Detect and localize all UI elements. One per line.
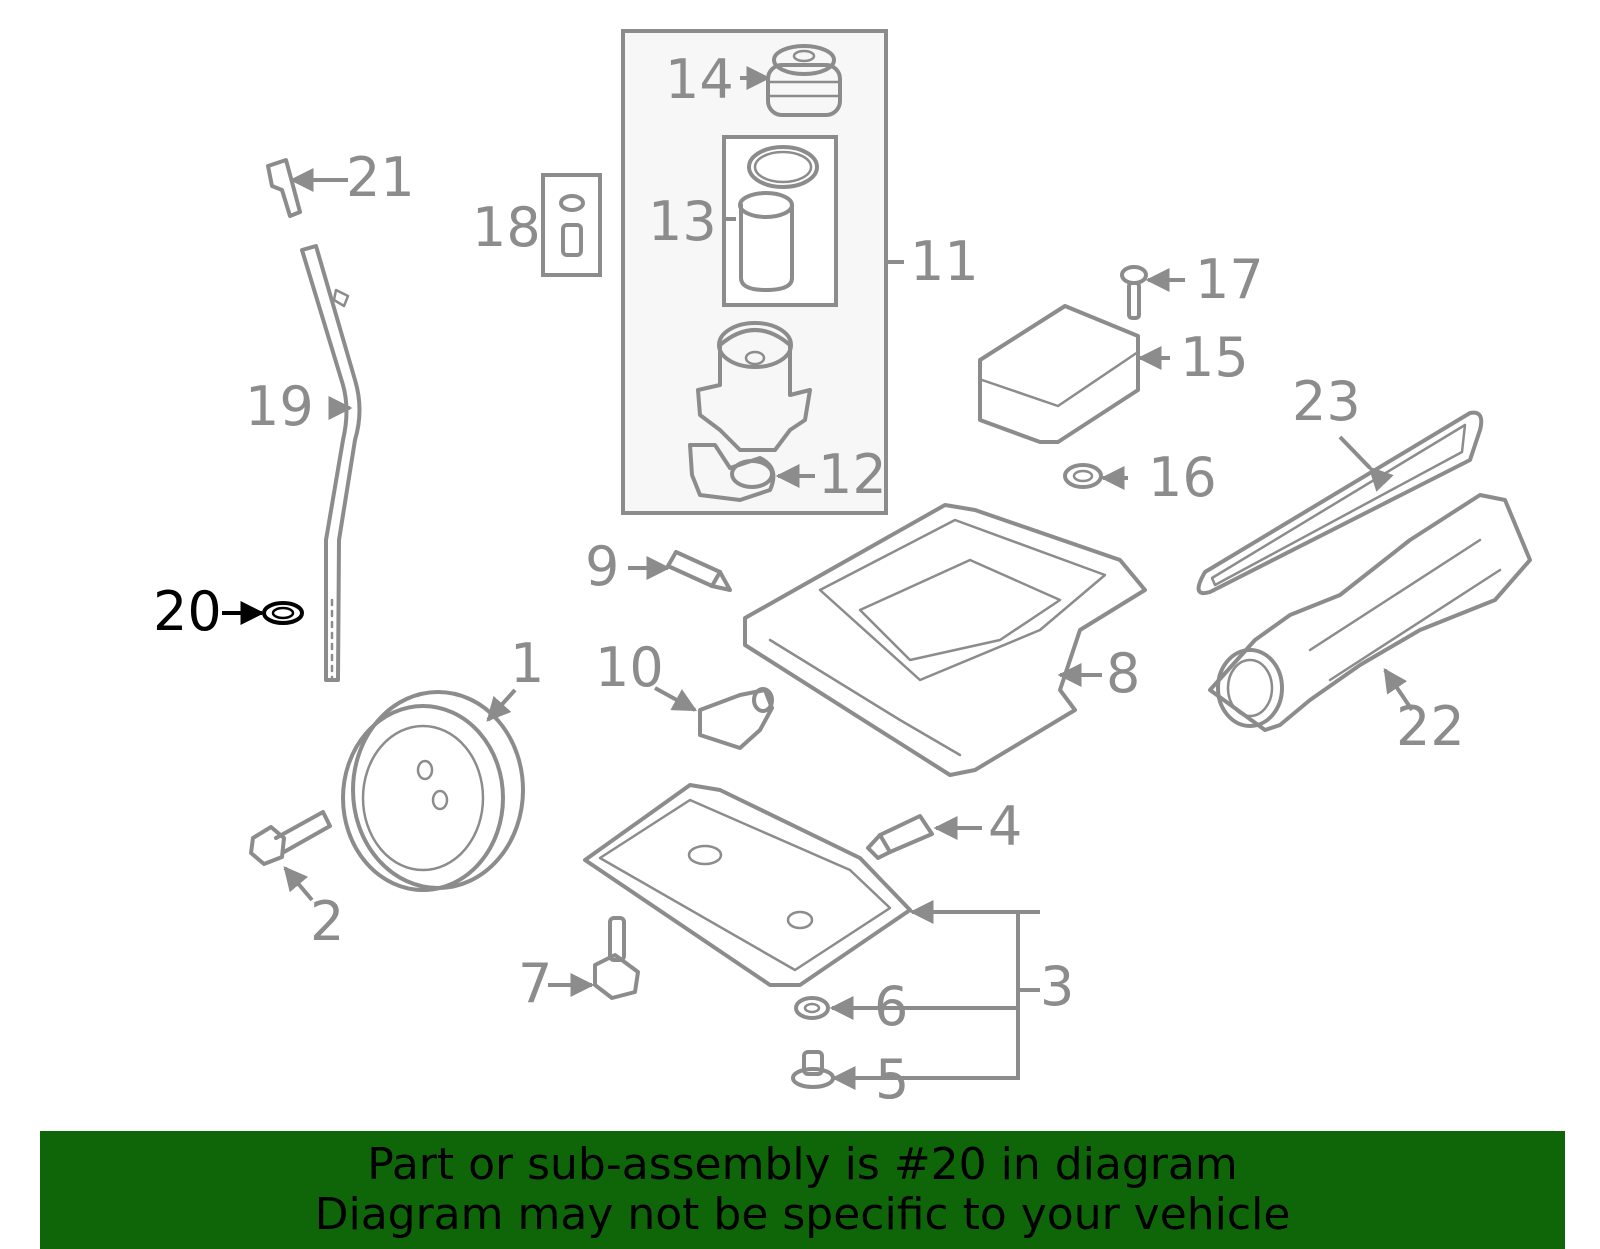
drain-plug-part-5[interactable]	[791, 1050, 835, 1089]
label-6: 6	[874, 975, 908, 1038]
oil-cooler-part-15[interactable]	[978, 304, 1140, 444]
banner-line-2: Diagram may not be specific to your vehi…	[314, 1189, 1291, 1240]
label-5: 5	[875, 1048, 909, 1111]
label-23: 23	[1292, 370, 1361, 433]
label-7: 7	[518, 952, 552, 1015]
label-12: 12	[818, 443, 887, 506]
label-9: 9	[585, 535, 619, 598]
label-2: 2	[310, 890, 344, 953]
level-sensor-part-7[interactable]	[593, 916, 640, 1000]
label-8: 8	[1106, 642, 1140, 705]
label-19: 19	[245, 375, 314, 438]
label-16: 16	[1148, 446, 1217, 509]
seal-ring-part-16[interactable]	[1063, 463, 1103, 489]
label-14: 14	[665, 48, 734, 111]
bolt-part-2[interactable]	[249, 810, 332, 866]
dipstick-tube-part-19[interactable]	[300, 244, 362, 682]
sensor-part-10[interactable]	[698, 687, 774, 750]
heat-shield-part-22[interactable]	[1208, 493, 1532, 732]
label-17: 17	[1195, 248, 1264, 311]
leader-lines	[222, 66, 1414, 1090]
label-13: 13	[648, 190, 717, 253]
label-4: 4	[988, 795, 1022, 858]
bolt-part-17[interactable]	[1120, 265, 1148, 320]
label-10: 10	[595, 636, 664, 699]
banner-line-1: Part or sub-assembly is #20 in diagram	[367, 1139, 1238, 1190]
filter-element-part-13[interactable]	[738, 145, 819, 292]
label-11: 11	[910, 230, 979, 293]
oil-pan-part-3[interactable]	[583, 783, 912, 987]
filter-cap-part-14[interactable]	[766, 44, 842, 117]
plug-part-4[interactable]	[866, 814, 934, 860]
label-20: 20	[153, 580, 222, 643]
upper-oil-pan-part-8[interactable]	[743, 503, 1147, 777]
label-21: 21	[346, 146, 415, 209]
label-22: 22	[1396, 695, 1465, 758]
label-1: 1	[510, 632, 544, 695]
label-15: 15	[1180, 326, 1249, 389]
plug-part-9[interactable]	[666, 550, 732, 592]
sensor-part-21[interactable]	[266, 158, 302, 218]
filter-housing-part-12[interactable]	[688, 321, 812, 502]
seal-ring-part-20[interactable]	[262, 601, 304, 625]
info-banner: Part or sub-assembly is #20 in diagram D…	[40, 1131, 1565, 1249]
pulley-part-1[interactable]	[341, 690, 525, 892]
washer-part-6[interactable]	[794, 996, 830, 1020]
label-18: 18	[472, 196, 541, 259]
label-3: 3	[1040, 955, 1074, 1018]
seal-kit-part-18[interactable]	[559, 194, 585, 257]
